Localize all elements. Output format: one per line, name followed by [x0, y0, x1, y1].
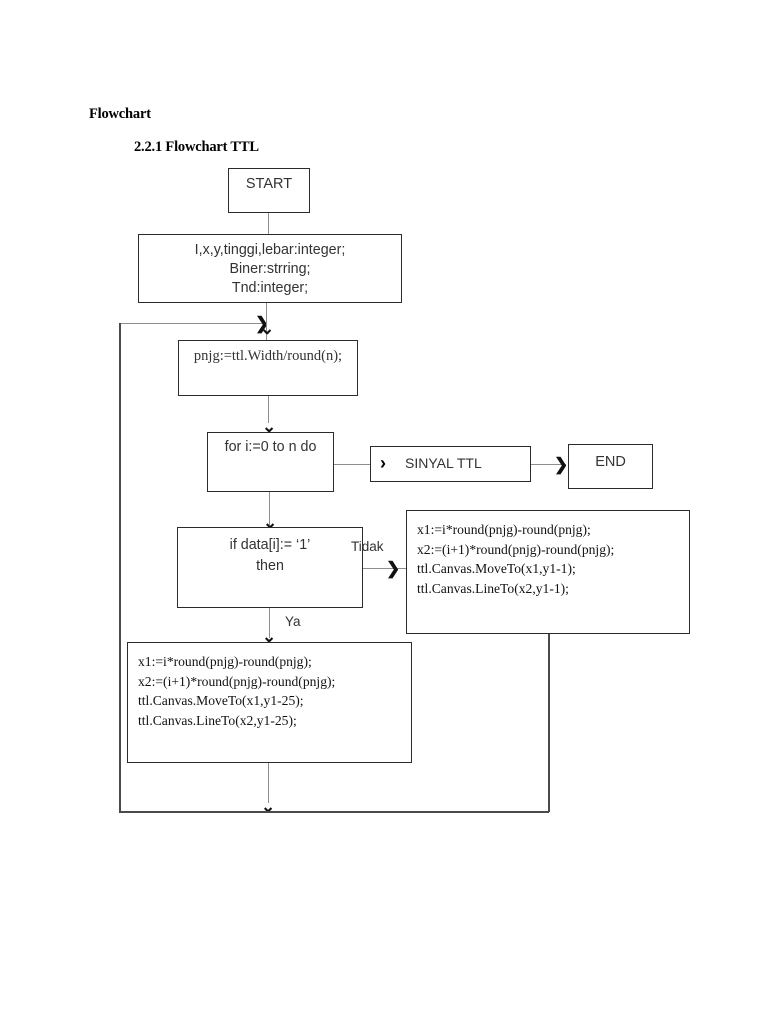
flow-node-code-ya-branch-label: x1:=i*round(pnjg)-round(pnjg); x2:=(i+1)… — [138, 654, 336, 728]
edge-pnjg-to-for — [268, 396, 269, 423]
flow-node-declarations-label: I,x,y,tinggi,lebar:integer; Biner:strrin… — [194, 242, 346, 296]
edge-label-tidak: Tidak — [351, 539, 384, 554]
edge-code-right-riser — [548, 634, 550, 812]
arrowhead-right-icon: ❯ — [554, 455, 569, 474]
flow-node-if-condition[interactable]: if data[i]:= ‘1’ then — [177, 527, 363, 608]
flow-node-end-label: END — [595, 454, 626, 470]
flow-node-pnjg-assign[interactable]: pnjg:=ttl.Width/round(n); — [178, 340, 358, 396]
edge-loopback-top-horizontal — [119, 323, 265, 324]
edge-declare-to-merge — [266, 303, 267, 323]
edge-if-to-code-left — [269, 608, 270, 638]
flow-node-code-ya-branch[interactable]: x1:=i*round(pnjg)-round(pnjg); x2:=(i+1)… — [127, 642, 412, 763]
flow-node-code-tidak-branch[interactable]: x1:=i*round(pnjg)-round(pnjg); x2:=(i+1)… — [406, 510, 690, 634]
flow-node-for-loop[interactable]: for i:=0 to n do — [207, 432, 334, 492]
flow-node-start-label: START — [245, 176, 293, 192]
page-title: Flowchart — [89, 106, 151, 122]
flow-node-pnjg-assign-label: pnjg:=ttl.Width/round(n); — [193, 348, 343, 364]
edge-code-left-to-loopback — [268, 763, 269, 803]
arrowhead-down-icon: ⌄ — [263, 513, 278, 532]
arrowhead-right-icon: ❯ — [255, 314, 270, 333]
flow-node-sinyal-ttl-label: SINYAL TTL — [405, 455, 482, 471]
arrowhead-down-icon: ⌄ — [262, 627, 277, 646]
chevron-right-icon: › — [380, 453, 386, 473]
flow-node-start[interactable]: START — [228, 168, 310, 213]
edge-label-ya: Ya — [285, 614, 301, 629]
section-title: 2.2.1 Flowchart TTL — [134, 139, 259, 155]
flow-node-declarations[interactable]: I,x,y,tinggi,lebar:integer; Biner:strrin… — [138, 234, 402, 303]
edge-for-to-sinyal — [334, 464, 370, 465]
edge-start-to-declare — [268, 213, 269, 234]
flow-node-if-condition-label: if data[i]:= ‘1’ then — [229, 537, 311, 574]
arrowhead-down-icon: ⌄ — [260, 319, 275, 338]
arrowhead-right-icon: ❯ — [386, 559, 401, 578]
edge-for-to-if — [269, 492, 270, 525]
flow-node-for-loop-label: for i:=0 to n do — [224, 439, 317, 455]
edge-loopback-bottom-rail — [119, 811, 549, 813]
flow-node-code-tidak-branch-label: x1:=i*round(pnjg)-round(pnjg); x2:=(i+1)… — [417, 522, 615, 596]
edge-loopback-left-riser — [119, 323, 121, 812]
edge-sinyal-to-end — [531, 464, 566, 465]
edge-if-to-code-right — [363, 568, 406, 569]
flow-node-end[interactable]: END — [568, 444, 653, 489]
arrowhead-down-icon: ⌄ — [261, 797, 276, 816]
edge-merge-to-pnjg — [266, 323, 267, 340]
flow-node-sinyal-ttl[interactable]: › SINYAL TTL — [370, 446, 531, 482]
arrowhead-down-icon: ⌄ — [262, 417, 277, 436]
